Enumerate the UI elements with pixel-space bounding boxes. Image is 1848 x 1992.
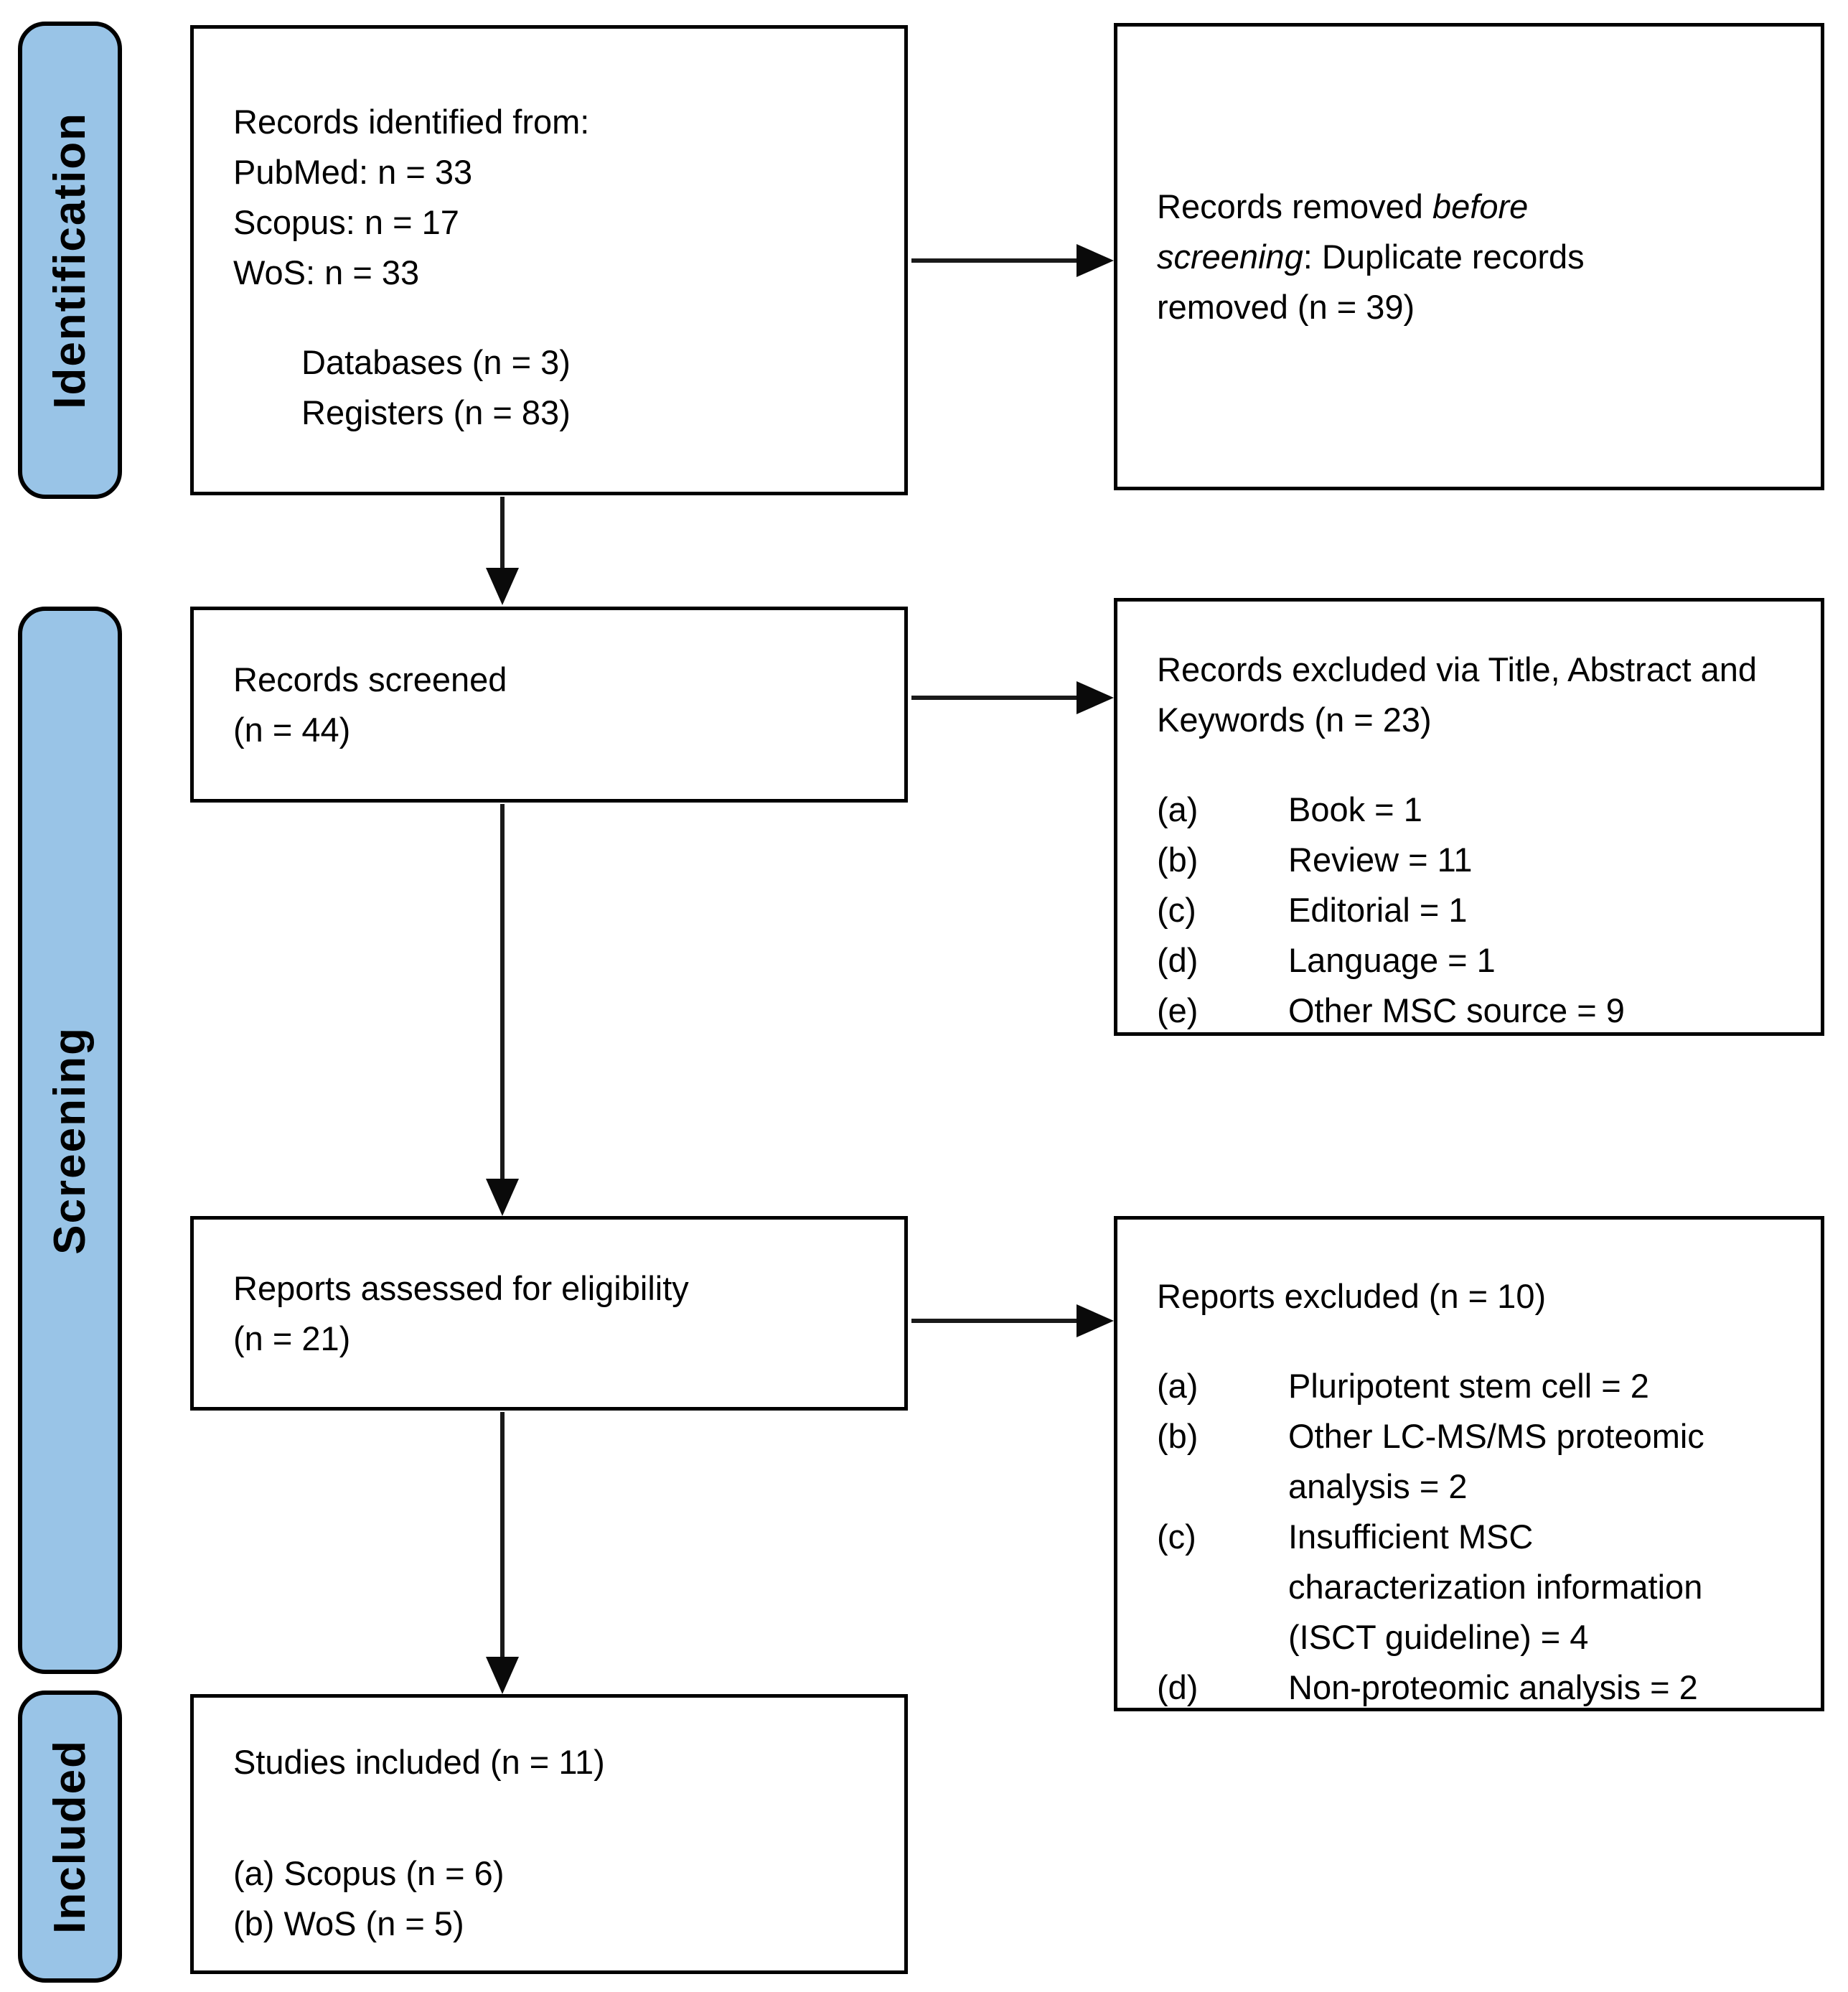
item-marker: (e) <box>1157 991 1199 1029</box>
list-item: (c) Insufficient MSC characterization in… <box>1157 1512 1796 1663</box>
arrow-screened-to-assessed <box>486 804 519 1216</box>
item-text: Editorial = 1 <box>1288 891 1468 929</box>
item-text: Other LC-MS/MS proteomic analysis = 2 <box>1288 1417 1704 1505</box>
box-records-identified: Records identified from: PubMed: n = 33 … <box>190 25 908 495</box>
stage-label-included-text: Included <box>45 1739 95 1934</box>
records-identified-pubmed: PubMed: n = 33 <box>233 153 473 191</box>
records-identified-registers: Registers (n = 83) <box>301 393 571 431</box>
reports-excluded-items: (a) Pluripotent stem cell = 2 (b) Other … <box>1157 1361 1796 1713</box>
box-reports-excluded: Reports excluded (n = 10) (a) Pluripoten… <box>1114 1216 1824 1711</box>
records-screened-text: Records screened (n = 44) <box>233 655 507 755</box>
records-removed-italic: before screening <box>1157 187 1529 276</box>
list-item: (c) Editorial = 1 <box>1157 885 1796 935</box>
box-records-excluded: Records excluded via Title, Abstract and… <box>1114 598 1824 1036</box>
item-marker: (d) <box>1157 1668 1199 1706</box>
box-studies-included: Studies included (n = 11) (a) Scopus (n … <box>190 1694 908 1974</box>
item-marker: (a) <box>1157 790 1199 828</box>
item-marker: (a) <box>1157 1367 1199 1405</box>
records-identified-scopus: Scopus: n = 17 <box>233 203 459 241</box>
stage-label-identification-text: Identification <box>45 111 95 409</box>
arrow-identified-to-removed <box>911 244 1114 277</box>
list-item: (e) Other MSC source = 9 <box>1157 986 1796 1036</box>
records-identified-wos: WoS: n = 33 <box>233 253 420 291</box>
records-removed-suffix: : Duplicate records removed (n = 39) <box>1157 237 1585 326</box>
spacer <box>233 1787 876 1848</box>
item-text: Insufficient MSC characterization inform… <box>1288 1518 1703 1656</box>
stage-label-identification: Identification <box>18 22 122 499</box>
item-marker: (b) <box>1157 841 1199 879</box>
box-reports-assessed: Reports assessed for eligibility (n = 21… <box>190 1216 908 1411</box>
item-text: Pluripotent stem cell = 2 <box>1288 1367 1649 1405</box>
item-text: Review = 11 <box>1288 841 1473 879</box>
records-identified-heading: Records identified from: <box>233 103 590 141</box>
item-text: Book = 1 <box>1288 790 1422 828</box>
list-item: (a) Pluripotent stem cell = 2 <box>1157 1361 1796 1411</box>
arrow-identified-to-screened <box>486 497 519 605</box>
item-marker: (c) <box>1157 891 1196 929</box>
stage-label-screening-text: Screening <box>45 1026 95 1255</box>
list-item: (d) Language = 1 <box>1157 935 1796 986</box>
list-item: (a) Book = 1 <box>1157 785 1796 835</box>
records-identified-databases: Databases (n = 3) <box>301 343 571 381</box>
box-records-screened: Records screened (n = 44) <box>190 607 908 803</box>
box-records-removed: Records removed before screening: Duplic… <box>1114 23 1824 490</box>
item-marker: (b) <box>1157 1417 1199 1455</box>
item-marker: (d) <box>1157 941 1199 979</box>
records-excluded-heading: Records excluded via Title, Abstract and… <box>1157 650 1757 739</box>
arrow-screened-to-excluded-records <box>911 681 1114 714</box>
studies-included-wos: (b) WoS (n = 5) <box>233 1904 464 1942</box>
reports-assessed-line1: Reports assessed for eligibility <box>233 1268 689 1307</box>
records-removed-text: Records removed before screening: Duplic… <box>1157 182 1666 332</box>
reports-assessed-line2: (n = 21) <box>233 1319 351 1357</box>
item-text: Non-proteomic analysis = 2 <box>1288 1668 1698 1706</box>
list-item: (b) Other LC-MS/MS proteomic analysis = … <box>1157 1411 1796 1512</box>
spacer <box>233 298 876 337</box>
arrow-assessed-to-included <box>486 1412 519 1694</box>
stage-label-screening: Screening <box>18 607 122 1674</box>
records-screened-line2: (n = 44) <box>233 710 351 749</box>
list-item: (d) Non-proteomic analysis = 2 <box>1157 1663 1796 1713</box>
records-screened-line1: Records screened <box>233 660 507 698</box>
stage-label-included: Included <box>18 1691 122 1983</box>
reports-excluded-heading: Reports excluded (n = 10) <box>1157 1277 1547 1315</box>
studies-included-scopus: (a) Scopus (n = 6) <box>233 1854 505 1892</box>
item-text: Language = 1 <box>1288 941 1496 979</box>
arrow-assessed-to-excluded-reports <box>911 1304 1114 1337</box>
records-removed-prefix: Records removed <box>1157 187 1432 225</box>
records-excluded-items: (a) Book = 1 (b) Review = 11 (c) Editori… <box>1157 785 1796 1036</box>
studies-included-heading: Studies included (n = 11) <box>233 1743 605 1781</box>
item-text: Other MSC source = 9 <box>1288 991 1625 1029</box>
reports-assessed-text: Reports assessed for eligibility (n = 21… <box>233 1263 689 1364</box>
list-item: (b) Review = 11 <box>1157 835 1796 885</box>
item-marker: (c) <box>1157 1518 1196 1556</box>
